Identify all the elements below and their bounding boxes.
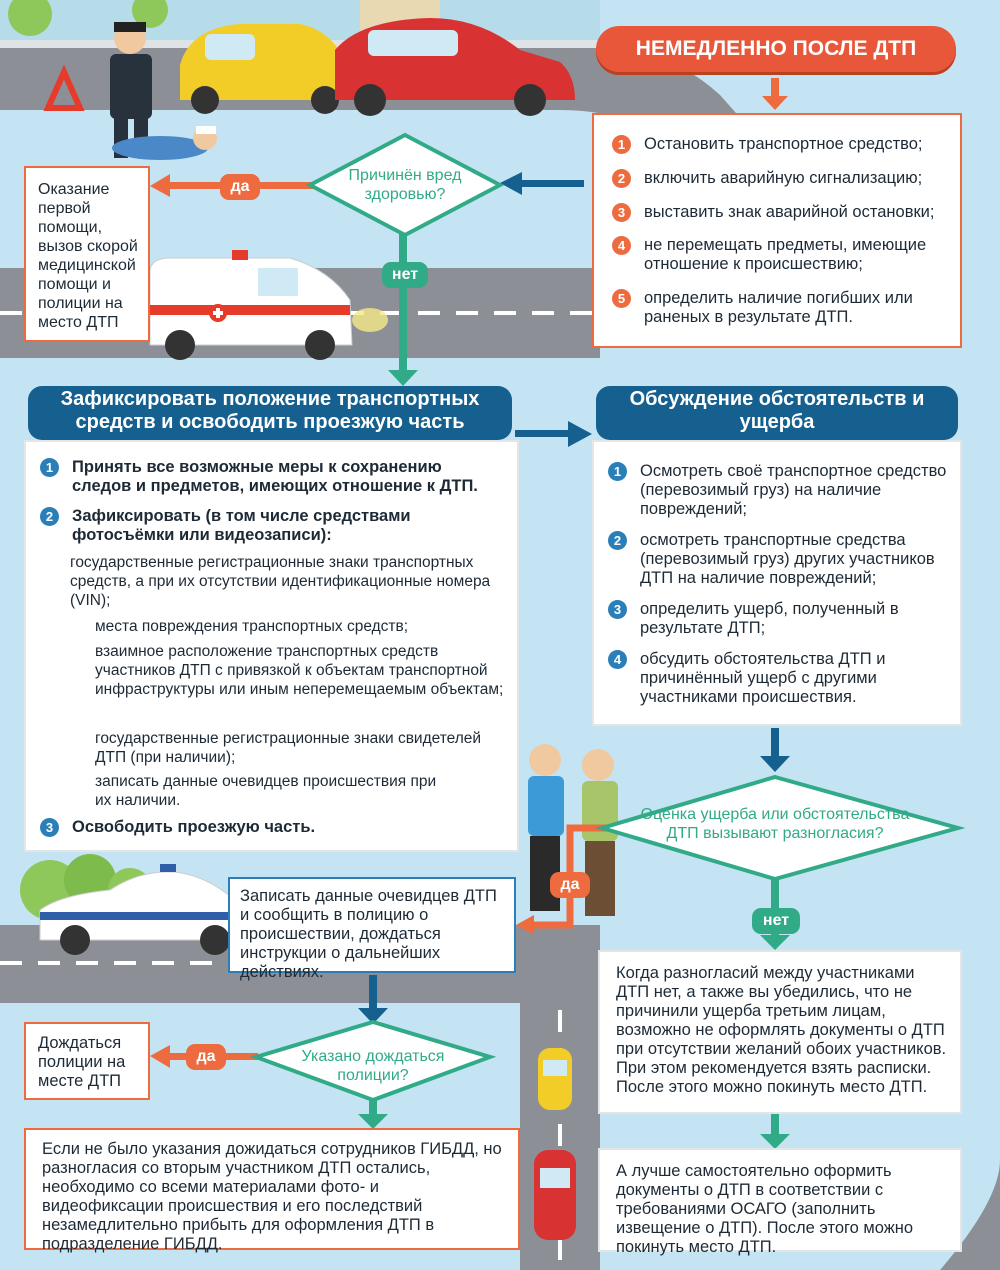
step-text: Принять все возможные меры к сохранению … xyxy=(72,458,478,495)
step-text: выставить знак аварийной остановки; xyxy=(644,203,935,221)
step-number-badge: 1 xyxy=(612,135,631,154)
step-text: определить наличие погибших или раненых … xyxy=(644,289,913,326)
step-number-badge: 3 xyxy=(608,600,627,619)
step-text: Осмотреть своё транспортное средство (пе… xyxy=(640,462,947,518)
ambulance-icon xyxy=(149,250,388,360)
step-text: Освободить проезжую часть. xyxy=(72,818,316,836)
fix-sub-item: записать данные очевидцев происшествия п… xyxy=(95,773,437,809)
europrotocol-text: А лучше самостоятельно оформить документ… xyxy=(616,1162,914,1256)
yes-tag: да xyxy=(186,1044,226,1070)
step-text: определить ущерб, полученный в результат… xyxy=(640,600,899,637)
step-number-badge: 5 xyxy=(612,289,631,308)
fix-sub-item: государственные регистрационные знаки св… xyxy=(95,730,482,766)
fix-sub-item: государственные регистрационные знаки тр… xyxy=(70,554,491,609)
step-number-badge: 2 xyxy=(612,169,631,188)
record-witnesses-text: Записать данные очевидцев ДТП и сообщить… xyxy=(240,887,497,981)
step-number-badge: 2 xyxy=(40,507,59,526)
wait-police-box: Дождаться полиции на месте ДТП xyxy=(24,1022,150,1100)
step-number-badge: 1 xyxy=(40,458,59,477)
step-text: включить аварийную сигнализацию; xyxy=(644,169,923,187)
yes-tag: да xyxy=(220,174,260,200)
harm-question: Причинён вред здоровью? xyxy=(348,167,462,203)
step-text: осмотреть транспортные средства (перевоз… xyxy=(640,531,935,587)
fix-section-title: Зафиксировать положение транспортных сре… xyxy=(28,386,512,440)
wait-decision-diamond xyxy=(249,1019,497,1103)
yes-tag: да xyxy=(550,872,590,898)
step-text: Зафиксировать (в том числе средствами фо… xyxy=(72,507,411,544)
no-disagree-box: Когда разногласий между участниками ДТП … xyxy=(598,950,962,1114)
first-aid-box: Оказание первой помощи, вызов скорой мед… xyxy=(24,166,150,342)
step-number-badge: 4 xyxy=(612,236,631,255)
record-witnesses-box: Записать данные очевидцев ДТП и сообщить… xyxy=(228,877,516,981)
no-wait-text: Если не было указания дожидаться сотрудн… xyxy=(42,1140,502,1253)
fix-sub-item: места повреждения транспортных средств; xyxy=(95,618,409,635)
no-wait-box: Если не было указания дожидаться сотрудн… xyxy=(24,1128,520,1253)
wait-question: Указано дождаться полиции? xyxy=(301,1048,445,1084)
red-car-icon xyxy=(335,18,575,116)
disagree-decision-diamond xyxy=(594,774,966,882)
page-title: НЕМЕДЛЕННО ПОСЛЕ ДТП xyxy=(596,26,956,72)
step-text: не перемещать предметы, имеющие отношени… xyxy=(644,236,927,273)
no-tag: нет xyxy=(382,262,428,288)
step-number-badge: 3 xyxy=(612,203,631,222)
europrotocol-box: А лучше самостоятельно оформить документ… xyxy=(598,1148,962,1256)
warning-triangle-icon xyxy=(43,64,85,111)
no-disagree-text: Когда разногласий между участниками ДТП … xyxy=(616,964,947,1096)
discussion-section-box xyxy=(592,440,962,726)
step-number-badge: 1 xyxy=(608,462,627,481)
taxi-icon xyxy=(538,1048,572,1110)
police-car-icon xyxy=(39,864,246,955)
wait-police-text: Дождаться полиции на месте ДТП xyxy=(38,1034,126,1090)
no-tag: нет xyxy=(752,908,800,934)
disagree-question: Оценка ущерба или обстоятельства ДТП выз… xyxy=(640,806,910,842)
yellow-car-icon xyxy=(180,24,350,114)
injured-person-icon xyxy=(112,126,217,160)
discussion-section-title: Обсуждение обстоятельств и ущерба xyxy=(596,386,958,440)
fix-section-box xyxy=(24,440,519,852)
step-text: обсудить обстоятельства ДТП и причинённы… xyxy=(640,650,886,706)
immediate-steps-box: 1 Остановить транспортное средство; 2 вк… xyxy=(592,113,962,348)
step-number-badge: 2 xyxy=(608,531,627,550)
step-number-badge: 4 xyxy=(608,650,627,669)
harm-decision-diamond xyxy=(305,132,505,238)
step-text: Остановить транспортное средство; xyxy=(644,135,923,153)
step-number-badge: 3 xyxy=(40,818,59,837)
fix-sub-item: взаимное расположение транспортных средс… xyxy=(95,643,504,698)
red-car-top-icon xyxy=(534,1150,576,1240)
first-aid-text: Оказание первой помощи, вызов скорой мед… xyxy=(38,181,138,331)
